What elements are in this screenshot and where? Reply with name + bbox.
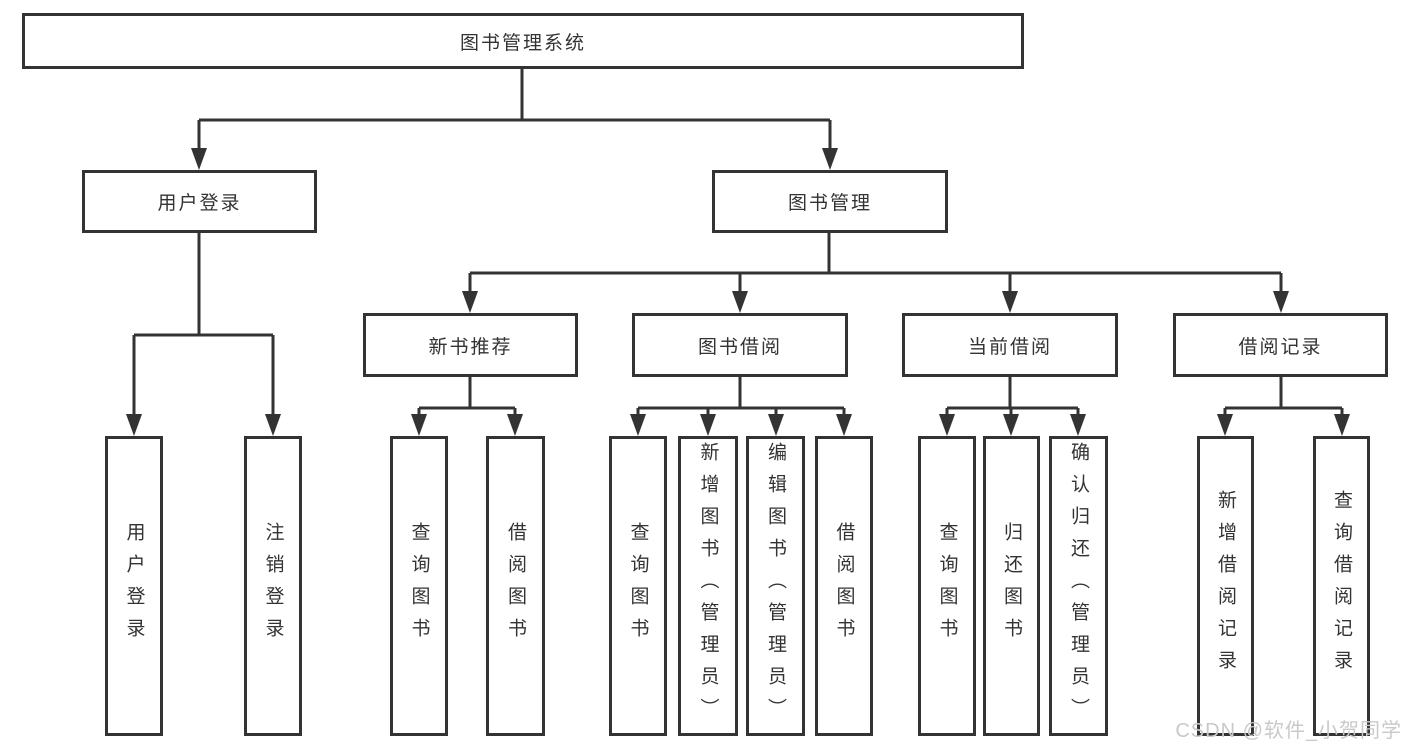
node-label: 用户登录 bbox=[157, 193, 242, 214]
node-label: 新增图书（管理员） bbox=[697, 442, 719, 730]
node-label: 查询图书 bbox=[408, 522, 430, 650]
node-leaf-borrow-books-2: 借阅图书 bbox=[815, 436, 873, 736]
node-label: 图书借阅 bbox=[697, 336, 782, 358]
node-leaf-add-books-admin: 新增图书（管理员） bbox=[678, 436, 738, 736]
node-leaf-edit-books-admin: 编辑图书（管理员） bbox=[746, 436, 805, 736]
node-label: 查询图书 bbox=[936, 522, 958, 650]
node-label: 借阅图书 bbox=[505, 522, 526, 650]
node-leaf-add-borrow-record: 新增借阅记录 bbox=[1197, 436, 1254, 736]
node-label: 编辑图书（管理员） bbox=[765, 442, 786, 730]
node-leaf-query-borrow-record: 查询借阅记录 bbox=[1313, 436, 1370, 736]
node-new-book-recommend: 新书推荐 bbox=[363, 313, 578, 377]
node-user-login: 用户登录 bbox=[82, 170, 317, 233]
watermark-text: CSDN @软件_小贺同学 bbox=[1175, 720, 1402, 742]
node-label: 新书推荐 bbox=[428, 336, 513, 358]
node-leaf-query-books-2: 查询图书 bbox=[609, 436, 667, 736]
node-label: 用户登录 bbox=[123, 522, 145, 650]
node-borrowing-records: 借阅记录 bbox=[1173, 313, 1388, 377]
node-label: 查询借阅记录 bbox=[1331, 490, 1352, 682]
node-book-borrowing: 图书借阅 bbox=[632, 313, 848, 377]
node-leaf-logout: 注销登录 bbox=[244, 436, 302, 736]
node-label: 当前借阅 bbox=[967, 336, 1052, 358]
node-label: 确认归还（管理员） bbox=[1068, 442, 1089, 730]
node-label: 借阅记录 bbox=[1238, 336, 1323, 358]
node-label: 注销登录 bbox=[262, 522, 284, 650]
node-label: 图书管理 bbox=[787, 193, 872, 214]
node-book-management: 图书管理 bbox=[712, 170, 948, 233]
node-leaf-borrow-books-1: 借阅图书 bbox=[486, 436, 545, 736]
node-current-borrowing: 当前借阅 bbox=[902, 313, 1118, 377]
node-label: 图书管理系统 bbox=[459, 32, 586, 54]
node-label: 借阅图书 bbox=[833, 522, 855, 650]
node-label: 归还图书 bbox=[1001, 522, 1022, 650]
node-label: 查询图书 bbox=[627, 522, 649, 650]
node-leaf-return-books: 归还图书 bbox=[983, 436, 1040, 736]
node-leaf-query-books-1: 查询图书 bbox=[390, 436, 448, 736]
node-label: 新增借阅记录 bbox=[1215, 490, 1236, 682]
node-leaf-query-books-3: 查询图书 bbox=[918, 436, 976, 736]
node-library-management-system: 图书管理系统 bbox=[22, 13, 1024, 69]
node-leaf-confirm-return-admin: 确认归还（管理员） bbox=[1049, 436, 1108, 736]
node-leaf-user-login: 用户登录 bbox=[105, 436, 163, 736]
